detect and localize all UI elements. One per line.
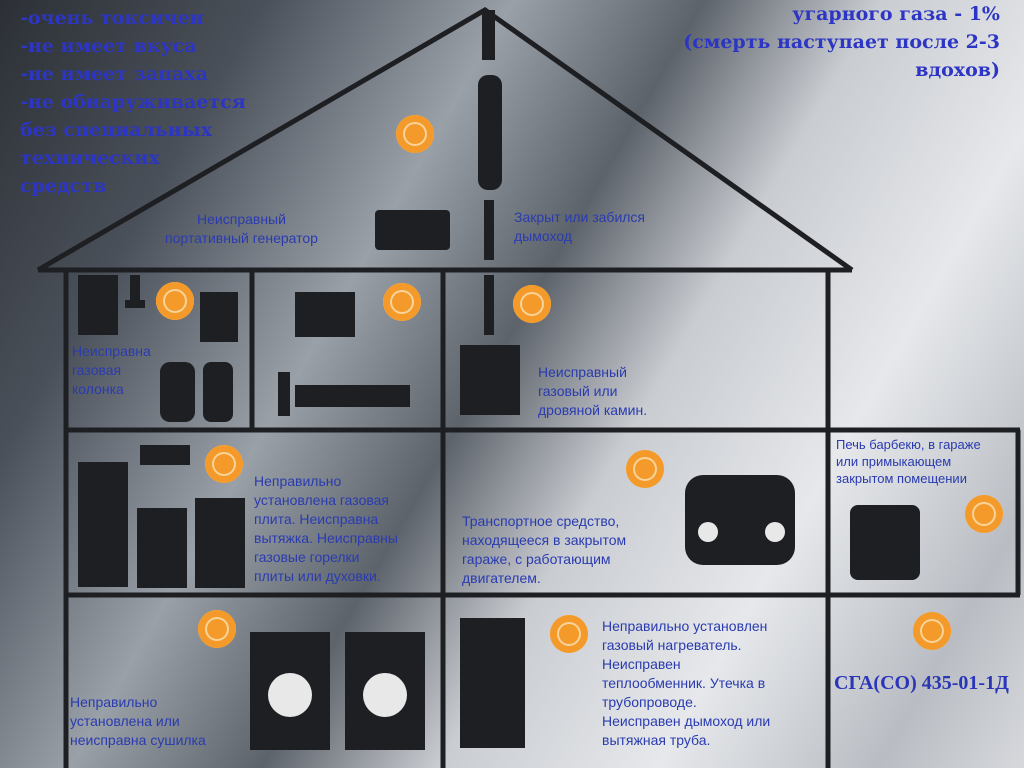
co-sensor-icon [513, 285, 551, 323]
gas-heater-icon [460, 618, 525, 748]
toilet-icon [160, 362, 195, 422]
label-car: Транспортное средство,находящееся в закр… [462, 513, 627, 586]
co-sensor-icon [626, 450, 664, 488]
co-sensor-icon [198, 610, 236, 648]
co-sensor-icon [156, 282, 194, 320]
co-concentration-note: угарного газа - 1%(смерть наступает посл… [683, 3, 1000, 81]
co-properties-list: -очень токсичен-не имеет вкуса-не имеет … [20, 7, 246, 197]
co-sensor-icon [550, 615, 588, 653]
fridge-icon [78, 462, 128, 587]
co-sensor-icon [396, 115, 434, 153]
bbq-icon [850, 505, 920, 580]
chimney-pipe-icon [482, 10, 495, 60]
co-sensor-icon [205, 445, 243, 483]
water-heater-icon [78, 275, 118, 335]
detector-model: СГА(СО) 435-01-1Д [834, 672, 1009, 694]
co-sensor-icon [383, 283, 421, 321]
appliance-icons [78, 10, 920, 750]
fireplace-icon [460, 345, 520, 415]
car-icon [685, 475, 795, 565]
co-sensor-icon [965, 495, 1003, 533]
generator-icon [375, 210, 450, 250]
tv-icon [295, 292, 355, 337]
stove-icon [137, 508, 187, 588]
co-sensor-icon [913, 612, 951, 650]
